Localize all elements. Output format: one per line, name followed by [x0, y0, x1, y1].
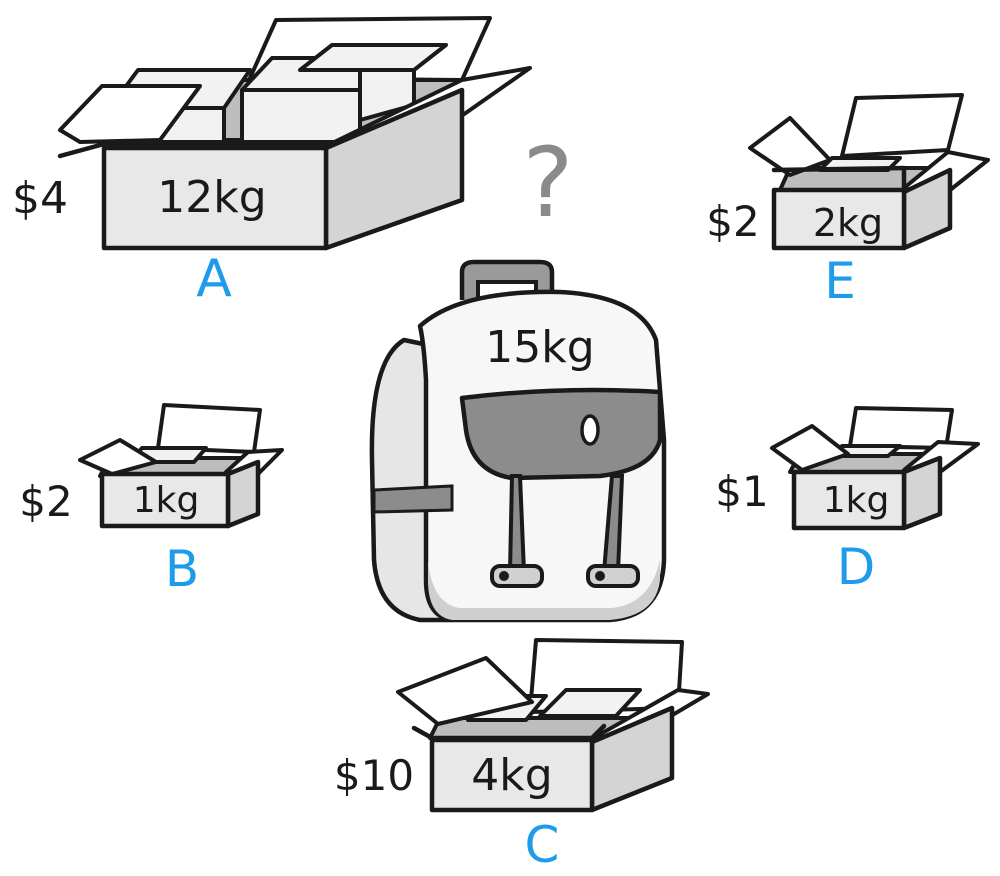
box-c: 4kg $10 C — [334, 638, 710, 874]
box-c-letter: C — [525, 816, 560, 874]
box-e-back-flap — [840, 93, 964, 158]
box-b-letter: B — [165, 540, 199, 598]
box-d-letter: D — [837, 538, 876, 596]
box-d-left-flap — [770, 424, 850, 472]
box-c-price-label: $10 — [334, 751, 414, 800]
box-a-price-label: $4 — [12, 173, 68, 224]
box-a-left-flap — [58, 84, 202, 144]
box-e-front — [771, 187, 907, 251]
box-b-price-label: $2 — [19, 477, 72, 526]
backpack-buckle-right — [586, 564, 640, 588]
box-a-weight-label: 12kg — [157, 172, 266, 223]
box-d-side — [901, 455, 943, 531]
box-d-price-label: $1 — [715, 467, 768, 516]
backpack-flap — [459, 387, 663, 481]
box-b-side — [225, 459, 261, 529]
box-a-front — [101, 145, 329, 251]
box-e-letter: E — [824, 252, 856, 310]
box-a-letter: A — [196, 249, 232, 309]
backpack-button — [580, 414, 600, 446]
box-d-front — [791, 469, 907, 531]
backpack-capacity-label: 15kg — [485, 322, 594, 373]
box-e-weight-label: 2kg — [813, 201, 883, 245]
box-b-front — [99, 471, 231, 529]
box-e: 2kg $2 E — [706, 93, 990, 310]
box-a: 12kg $4 A — [12, 16, 532, 309]
box-e-left-flap — [748, 116, 832, 177]
box-b-back-flap — [156, 403, 262, 454]
box-e-price-label: $2 — [706, 197, 759, 246]
backpack-strap-left — [507, 474, 527, 574]
box-b: 1kg $2 B — [19, 403, 284, 598]
box-d-back-flap — [848, 406, 954, 450]
box-c-weight-label: 4kg — [471, 750, 552, 801]
box-c-left-flap — [396, 656, 534, 726]
box-d-weight-label: 1kg — [823, 480, 890, 521]
backpack: 15kg — [369, 259, 667, 623]
box-b-weight-label: 1kg — [133, 480, 200, 521]
backpack-stripe — [372, 484, 454, 514]
box-d: 1kg $1 D — [715, 406, 980, 596]
question-mark: ? — [523, 127, 574, 239]
box-b-left-flap — [78, 438, 158, 476]
backpack-buckle-left — [490, 564, 544, 588]
